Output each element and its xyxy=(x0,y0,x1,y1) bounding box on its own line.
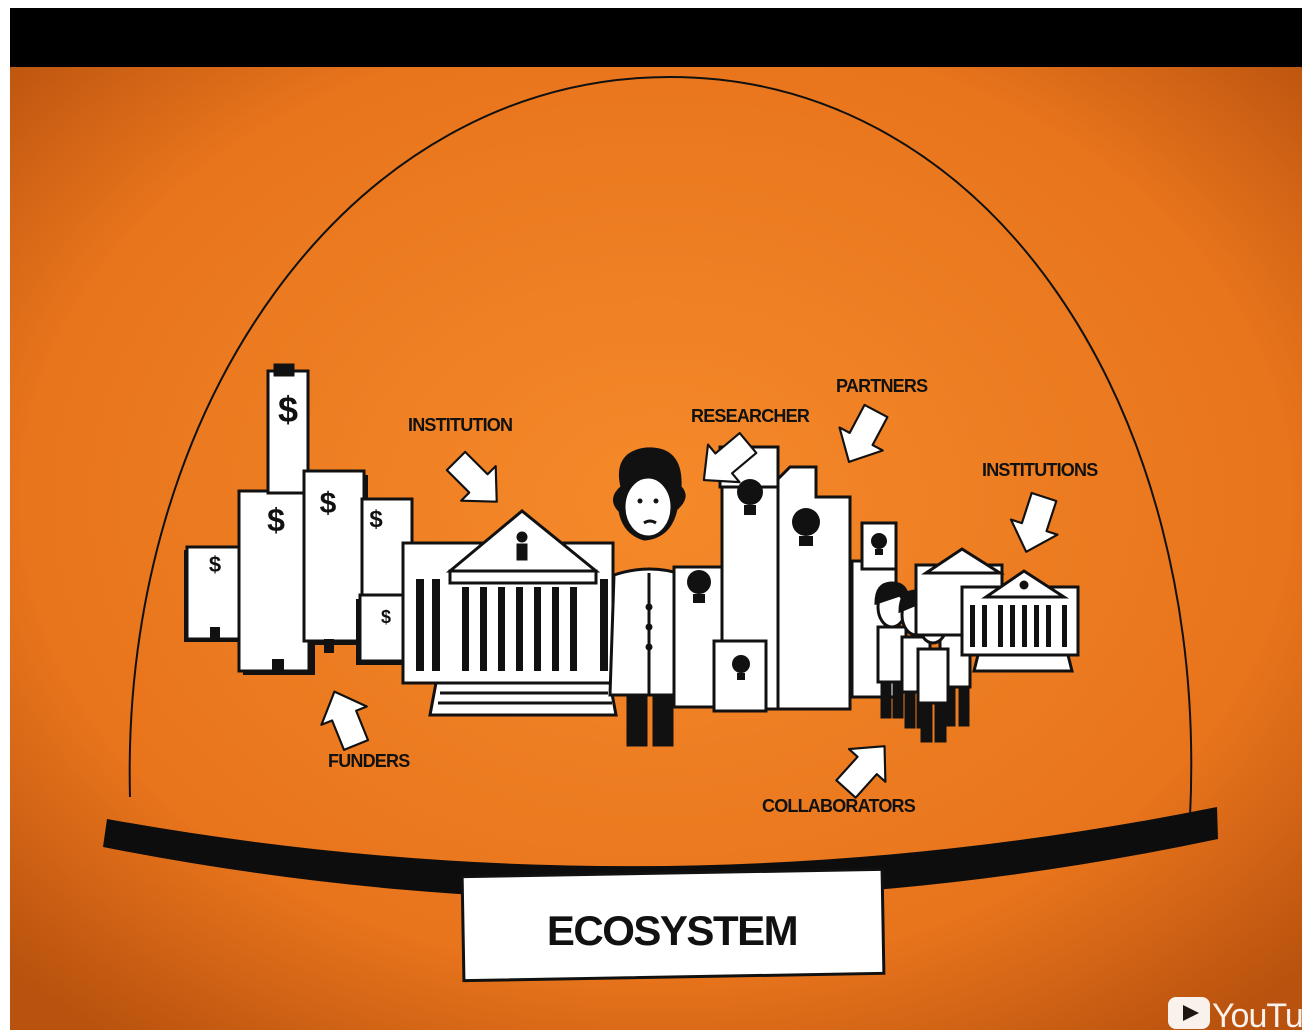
lightbulb-icon xyxy=(871,533,887,555)
dollar-sign-left: $ xyxy=(209,552,221,577)
pointer-arrows xyxy=(320,403,1059,799)
funder-buildings xyxy=(184,363,414,675)
ecosystem-illustration: ECOSYSTEM $ $ $ $ $ $ xyxy=(10,67,1302,1030)
institutions-buildings xyxy=(914,547,1080,673)
video-frame: ECOSYSTEM $ $ $ $ $ $ xyxy=(10,8,1302,1030)
label-institutions: INSTITUTIONS xyxy=(982,460,1098,480)
arrow-collaborators xyxy=(835,745,887,799)
arrow-institutions xyxy=(1009,491,1059,553)
lightbulb-icons xyxy=(687,479,887,680)
dome-outline xyxy=(128,75,1193,818)
dome-base-band xyxy=(103,807,1218,901)
play-triangle-icon xyxy=(1183,1005,1199,1021)
dollar-sign-small: $ xyxy=(381,607,391,627)
label-collaborators: COLLABORATORS xyxy=(762,796,916,816)
label-funders: FUNDERS xyxy=(328,751,410,771)
arrow-institution xyxy=(445,450,498,503)
video-top-bar xyxy=(10,8,1302,67)
institution-building xyxy=(401,509,618,717)
lightbulb-icon xyxy=(687,570,711,603)
ecosystem-banner: ECOSYSTEM xyxy=(460,867,886,983)
youtube-wordmark: YouTube xyxy=(1212,997,1302,1030)
label-researcher: RESEARCHER xyxy=(691,406,810,426)
dollar-sign-main: $ xyxy=(267,502,285,538)
label-institution: INSTITUTION xyxy=(408,415,512,435)
lightbulb-icon xyxy=(732,655,750,680)
arrow-partners xyxy=(838,403,889,463)
arrow-researcher xyxy=(702,431,758,484)
dollar-sign-mid: $ xyxy=(320,487,337,520)
lightbulb-icon xyxy=(737,479,763,515)
arrow-funders xyxy=(320,690,370,751)
dollar-sign-tower: $ xyxy=(278,389,298,430)
ecosystem-title: ECOSYSTEM xyxy=(547,907,797,954)
label-partners: PARTNERS xyxy=(836,376,928,396)
youtube-watermark: YouTube xyxy=(1168,997,1302,1030)
researcher-figure xyxy=(608,447,690,747)
funder-dollar-signs: $ $ $ $ $ $ xyxy=(209,389,391,627)
dollar-sign-right: $ xyxy=(369,506,383,533)
lightbulb-icon xyxy=(792,508,820,546)
